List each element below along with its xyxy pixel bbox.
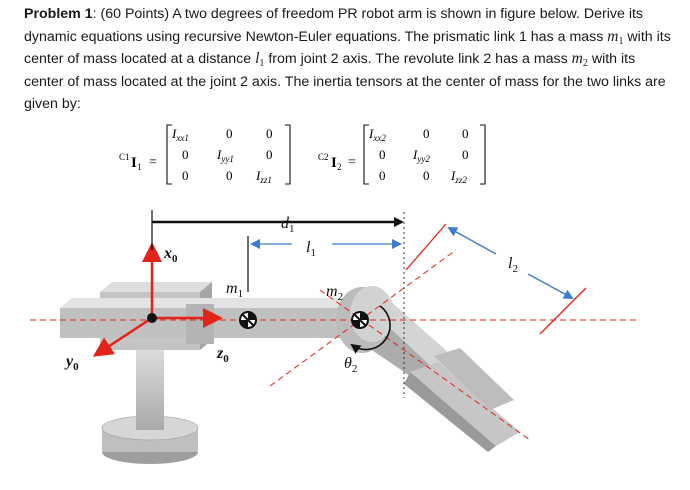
- problem-label: Problem 1: [24, 6, 93, 22]
- matrix-1-izz: Izz1: [255, 168, 272, 185]
- matrix-2-left-bracket: [363, 124, 369, 185]
- inertia-tensor-1: C1 I 1 = Ixx1 0 0 0 Iyy1 0 0 0 Izz1: [119, 124, 291, 185]
- dimension-l2: [405, 223, 587, 335]
- inertia-1-sub: 1: [137, 162, 142, 172]
- mass-m1: m1: [607, 27, 624, 47]
- label-z0: z0: [216, 345, 229, 365]
- inertia-1-presup: C1: [119, 152, 130, 162]
- l2-arrow-up: [447, 227, 497, 255]
- problem-text-4: with its center of mass located at the j…: [24, 51, 666, 113]
- label-theta2: θ2: [344, 355, 357, 375]
- inertia-2-presup: C2: [318, 152, 329, 162]
- problem-statement: Problem 1: (60 Points) A two degrees of …: [24, 3, 674, 116]
- inertia-2-sub: 2: [337, 162, 342, 172]
- l2-end-tick: [539, 287, 587, 335]
- label-l2: l2: [508, 255, 518, 275]
- frame-0-origin: [147, 313, 157, 323]
- problem-intro: : (60 Points) A two degrees of freedom P…: [24, 6, 644, 45]
- matrix-2-right-bracket: [480, 124, 486, 185]
- frame-0-axes: [92, 242, 223, 357]
- y0-axis-arrow: [92, 316, 153, 357]
- l2-start-tick: [405, 223, 447, 271]
- theta2-rotation-arrow: [350, 305, 391, 354]
- matrix-1-a23: 0: [266, 147, 273, 162]
- matrix-2-a32: 0: [423, 168, 430, 183]
- inertia-2-equals: =: [348, 155, 356, 170]
- matrix-1-ixx: Ixx1: [171, 126, 189, 143]
- link1-top: [60, 298, 360, 308]
- matrix-2-a21: 0: [379, 147, 386, 162]
- matrix-2-a23: 0: [462, 147, 469, 162]
- link2-gripper-a: [410, 362, 520, 446]
- figure-labels: x0 y0 z0 d1 l1 l2 m1 m2 θ2: [64, 215, 518, 375]
- link2-gripper-b: [434, 348, 514, 410]
- dimension-d1: [151, 210, 404, 250]
- matrix-2-iyy: Iyy2: [412, 147, 430, 164]
- inertia-2-symbol: I: [331, 155, 337, 171]
- revolute-link-2: [336, 286, 520, 452]
- base-column: [136, 350, 164, 430]
- inertia-1-equals: =: [149, 155, 157, 170]
- matrix-2-ixx: Ixx2: [368, 126, 386, 143]
- problem-text-3: from joint 2 axis. The revolute link 2 h…: [264, 51, 572, 68]
- label-x0: x0: [163, 245, 178, 265]
- matrix-2-a31: 0: [379, 168, 386, 183]
- matrix-1-a32: 0: [226, 168, 233, 183]
- matrix-2-a13: 0: [462, 126, 469, 141]
- mass-m2: m2: [571, 50, 588, 70]
- link2-gripper-a-side: [404, 372, 496, 452]
- matrix-1-iyy: Iyy1: [216, 147, 234, 164]
- label-y0: y0: [64, 353, 79, 373]
- matrix-2-izz: Izz2: [450, 168, 467, 185]
- matrix-2-a12: 0: [423, 126, 430, 141]
- matrix-1-a21: 0: [182, 147, 189, 162]
- label-l1: l1: [306, 239, 316, 259]
- matrix-1-a31: 0: [182, 168, 189, 183]
- link1-collar: [186, 304, 214, 344]
- matrix-1-a13: 0: [266, 126, 273, 141]
- joint1-block-top: [100, 282, 212, 292]
- label-m1: m1: [226, 280, 243, 300]
- label-d1: d1: [281, 215, 295, 235]
- inertia-1-symbol: I: [131, 155, 137, 171]
- com-link-2: [351, 311, 369, 329]
- problem-text-2: with its center of mass located at a dis…: [24, 28, 671, 68]
- inertia-tensor-2: C2 I 2 = Ixx2 0 0 0 Iyy2 0 0 0 Izz2: [318, 124, 486, 185]
- matrix-1-right-bracket: [285, 124, 291, 185]
- prismatic-link-1: [60, 298, 360, 344]
- distance-l1: l1: [255, 50, 265, 70]
- matrix-1-left-bracket: [166, 124, 172, 185]
- matrix-1-a12: 0: [226, 126, 233, 141]
- l2-arrow-down: [527, 273, 574, 299]
- label-m2: m2: [326, 283, 343, 303]
- com-link-1: [239, 311, 257, 329]
- dimension-l1: [247, 236, 402, 292]
